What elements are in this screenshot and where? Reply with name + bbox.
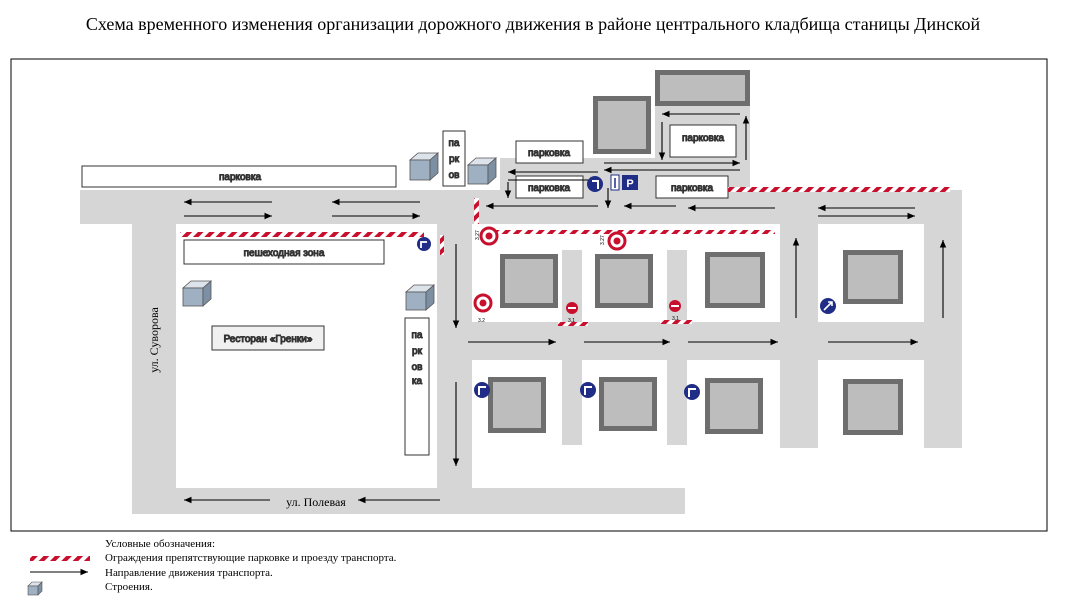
legend-heading: Условные обозначения: (105, 538, 216, 550)
structure-icon (181, 280, 213, 307)
turn-right-sign-icon (684, 384, 700, 400)
parking-sign-icon: P (622, 175, 638, 190)
no-stopping-sign (607, 231, 627, 251)
block-restaurant (176, 224, 437, 488)
svg-text:ка: ка (412, 376, 423, 387)
no-stopping-sign (479, 226, 499, 246)
parking-box-1 (515, 140, 584, 164)
road-middle (437, 322, 962, 360)
svg-text:парковка: парковка (528, 183, 570, 194)
svg-text:пешеходная зона: пешеходная зона (244, 248, 325, 259)
legend-barrier: Ограждения препятствующие парковке и про… (105, 552, 397, 564)
parking-box-2 (515, 175, 584, 199)
parking-vertical-top (442, 130, 466, 187)
street-suvorova: ул. Суворова (147, 307, 161, 373)
svg-text:па: па (449, 138, 460, 149)
svg-text:3.27: 3.27 (475, 230, 481, 240)
barrier (487, 230, 775, 234)
parking-vertical-bottom (404, 317, 430, 456)
road-suvorova (132, 190, 176, 512)
barrier (728, 187, 950, 192)
barrier (558, 322, 588, 326)
road-v3 (924, 190, 962, 448)
one-way-up-sign-icon (610, 174, 620, 191)
svg-text:ов: ов (449, 170, 460, 181)
no-entry-sign (669, 300, 681, 312)
svg-text:парковка: парковка (528, 148, 570, 159)
building (843, 379, 903, 435)
svg-text:Ресторан «Гренки»: Ресторан «Гренки» (224, 334, 313, 345)
svg-text:3.2: 3.2 (478, 318, 485, 324)
road-lane2 (667, 250, 687, 445)
turn-right-sign-icon (474, 382, 490, 398)
road-lane1 (562, 250, 582, 445)
signs: 3.27 3.27 3.2 3.1 3.1 (417, 174, 836, 400)
turn-right-sign-icon (580, 382, 596, 398)
pedestrian-zone (183, 239, 385, 265)
barrier (660, 320, 692, 324)
building (593, 96, 651, 154)
svg-text:парковка: парковка (671, 183, 713, 194)
road-v2 (780, 190, 818, 448)
legend-direction: Направление движения транспорта. (105, 567, 273, 579)
building (705, 252, 765, 308)
structure-icon (404, 284, 436, 311)
building (599, 377, 657, 431)
svg-text:рк: рк (449, 154, 460, 165)
turn-left-sign-icon (587, 176, 603, 192)
structure-icon (408, 152, 440, 181)
turn-right-sign-icon (417, 237, 431, 251)
building (488, 377, 546, 433)
street-polevaya: ул. Полевая (286, 495, 346, 509)
direction-arrows (184, 110, 947, 504)
svg-text:па: па (412, 330, 423, 341)
building (655, 70, 750, 106)
svg-text:3.1: 3.1 (568, 318, 575, 324)
svg-text:ов: ов (412, 362, 423, 373)
structure-icon (466, 157, 498, 185)
building (595, 254, 653, 308)
barrier (440, 235, 444, 255)
svg-text:рк: рк (412, 346, 423, 357)
parking-label-left: парковка (219, 172, 261, 183)
parking-box-3 (669, 124, 737, 158)
legend-building-icon (27, 581, 43, 596)
turn-sign-icon (820, 298, 836, 314)
legend-symbols (27, 556, 90, 596)
svg-text:парковка: парковка (682, 133, 724, 144)
scheme-frame (10, 58, 1048, 532)
building (705, 378, 763, 434)
building (843, 250, 903, 304)
building (500, 254, 558, 308)
no-entry-sign (566, 302, 578, 314)
barrier (474, 198, 479, 224)
parking-strip-left (81, 165, 397, 188)
legend-barrier-swatch (30, 556, 90, 561)
svg-text:3.27: 3.27 (600, 235, 606, 245)
buildings (488, 70, 903, 435)
road-polevaya (132, 488, 685, 514)
barrier (180, 232, 424, 237)
page-title: Схема временного изменения организации д… (85, 14, 981, 34)
restaurant-box (211, 325, 325, 351)
svg-text:P: P (626, 178, 633, 190)
legend-buildings: Строения. (105, 581, 153, 593)
svg-text:3.1: 3.1 (672, 316, 679, 322)
no-parking-sign (473, 293, 493, 313)
small-structures (181, 152, 498, 311)
barriers (180, 187, 950, 326)
